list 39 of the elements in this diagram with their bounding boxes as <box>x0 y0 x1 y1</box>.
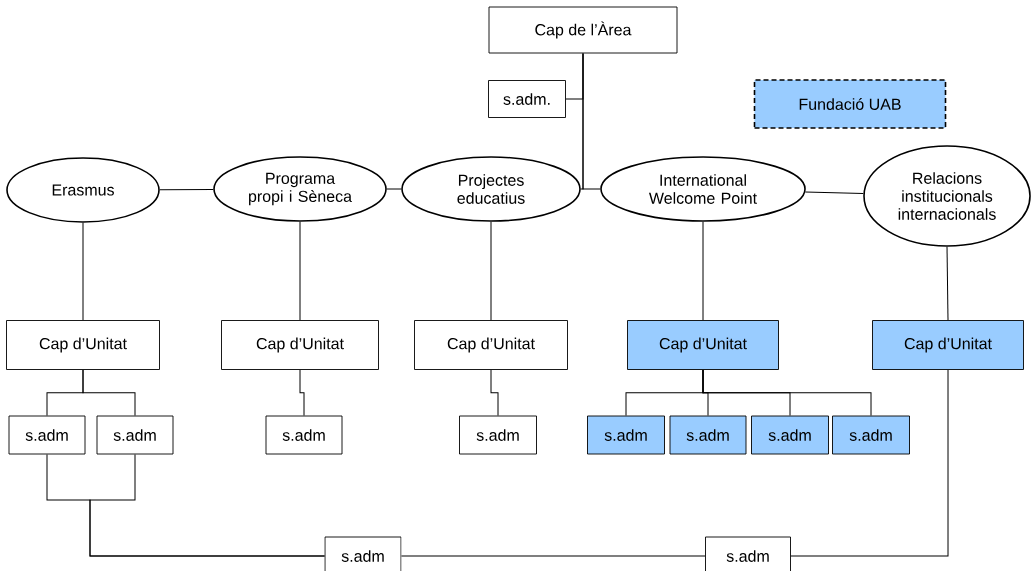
unit-box: s.adm <box>587 415 665 455</box>
admin-box: Cap d’Unitat <box>6 320 160 370</box>
connector-line <box>702 369 872 417</box>
connector-line <box>946 246 949 321</box>
unit-box: s.adm <box>832 415 910 455</box>
admin-box: s.adm <box>8 415 86 455</box>
ellipse-node: Erasmus <box>6 157 160 223</box>
admin-box: s.adm <box>265 415 343 455</box>
connector-line <box>159 188 214 191</box>
ellipse-node: International Welcome Point <box>600 156 806 222</box>
admin-box: Cap d’Unitat <box>414 320 568 370</box>
admin-box: Cap d’Unitat <box>221 320 379 370</box>
unit-box: s.adm <box>669 415 747 455</box>
connector-line <box>82 222 84 321</box>
admin-box: Cap de l’Àrea <box>488 6 678 54</box>
connector-line <box>299 221 301 321</box>
connector-line <box>386 188 402 190</box>
connector-line <box>299 369 305 417</box>
admin-box: s.adm. <box>488 80 566 118</box>
unit-box: s.adm <box>751 415 829 455</box>
admin-box: s.adm <box>324 536 402 571</box>
admin-box: s.adm <box>705 536 791 571</box>
connector-line <box>400 555 706 557</box>
admin-box: s.adm <box>96 415 174 455</box>
admin-box: s.adm <box>459 415 537 455</box>
connector-line <box>490 369 499 417</box>
connector-line <box>582 52 601 190</box>
connector-line <box>702 221 704 321</box>
dashed-box: Fundació UAB <box>753 79 947 129</box>
connector-line <box>82 369 136 417</box>
ellipse-node: Relacions institucionals internacionals <box>863 145 1031 247</box>
connector-line <box>490 221 492 321</box>
unit-box: Cap d’Unitat <box>627 320 779 370</box>
connector-line <box>89 453 326 557</box>
connector-line <box>804 191 864 195</box>
connector-line <box>790 369 949 557</box>
unit-box: Cap d’Unitat <box>872 320 1024 370</box>
ellipse-node: Projectes educatius <box>401 156 581 222</box>
ellipse-node: Programa propi i Sèneca <box>213 156 387 222</box>
